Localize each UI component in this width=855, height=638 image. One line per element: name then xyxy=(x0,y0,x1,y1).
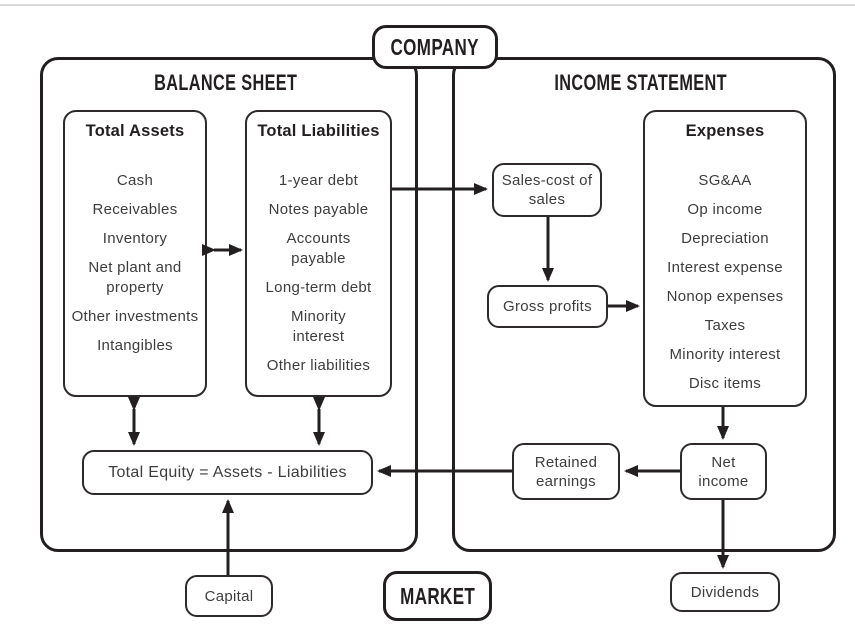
retained-earnings-label: Retained earnings xyxy=(534,453,598,490)
expense-item-depreciation: Depreciation xyxy=(681,230,769,247)
market-node: MARKET xyxy=(383,571,492,621)
expense-item-minority-interest: Minority interest xyxy=(669,346,781,363)
total-equity-node: Total Equity = Assets - Liabilities xyxy=(82,450,373,495)
liability-item-minority-interest: Minority interest xyxy=(291,308,346,345)
gross-profits-label: Gross profits xyxy=(503,298,592,315)
total-equity-label: Total Equity = Assets - Liabilities xyxy=(108,464,347,481)
asset-item-inventory: Inventory xyxy=(102,230,168,247)
liability-item-other-liabilities: Other liabilities xyxy=(266,357,371,374)
liability-item-notes-payable: Notes payable xyxy=(268,201,369,218)
net-income-label: Net income xyxy=(698,453,749,490)
capital-node: Capital xyxy=(185,575,273,617)
expense-item-interest-expense: Interest expense xyxy=(667,259,783,276)
total-assets-items: Cash Receivables Inventory Net plant and… xyxy=(65,171,205,356)
total-assets-box: Total Assets Cash Receivables Inventory … xyxy=(63,110,207,397)
total-liabilities-items: 1-year debt Notes payable Accounts payab… xyxy=(247,171,390,376)
gross-profits-node: Gross profits xyxy=(487,285,608,328)
expense-item-sgaa: SG&AA xyxy=(698,172,752,189)
income-statement-title: INCOME STATEMENT xyxy=(452,70,830,96)
page-divider-rule xyxy=(0,4,855,6)
net-income-node: Net income xyxy=(680,443,767,500)
company-node: COMPANY xyxy=(372,25,498,69)
expenses-title: Expenses xyxy=(685,122,765,140)
total-liabilities-box: Total Liabilities 1-year debt Notes paya… xyxy=(245,110,392,397)
dividends-label: Dividends xyxy=(690,583,760,601)
total-liabilities-title: Total Liabilities xyxy=(257,122,380,140)
income-statement-title-text: INCOME STATEMENT xyxy=(554,70,728,95)
expense-item-taxes: Taxes xyxy=(704,317,746,334)
expense-item-nonop-expenses: Nonop expenses xyxy=(666,288,784,305)
sales-cost-label: Sales-cost of sales xyxy=(501,172,593,208)
balance-sheet-title-text: BALANCE SHEET xyxy=(154,70,298,95)
market-label: MARKET xyxy=(399,582,476,609)
liability-item-long-term-debt: Long-term debt xyxy=(265,279,372,296)
dividends-node: Dividends xyxy=(670,572,780,612)
expenses-items: SG&AA Op income Depreciation Interest ex… xyxy=(645,171,805,394)
retained-earnings-node: Retained earnings xyxy=(512,443,620,500)
asset-item-receivables: Receivables xyxy=(92,201,178,218)
capital-label: Capital xyxy=(204,587,254,605)
sales-cost-node: Sales-cost of sales xyxy=(492,163,602,217)
asset-item-cash: Cash xyxy=(116,172,154,189)
expense-item-disc-items: Disc items xyxy=(688,375,762,392)
expenses-box: Expenses SG&AA Op income Depreciation In… xyxy=(643,110,807,407)
company-label: COMPANY xyxy=(390,33,480,60)
liability-item-accounts-payable: Accounts payable xyxy=(286,230,351,267)
income-statement-panel xyxy=(452,57,836,552)
asset-item-intangibles: Intangibles xyxy=(97,337,173,354)
liability-item-1-year-debt: 1-year debt xyxy=(278,172,359,189)
balance-sheet-title: BALANCE SHEET xyxy=(40,70,412,96)
asset-item-net-plant: Net plant and property xyxy=(88,259,182,296)
total-assets-title: Total Assets xyxy=(85,122,185,140)
asset-item-other-investments: Other investments xyxy=(71,308,199,325)
expense-item-op-income: Op income xyxy=(687,201,763,218)
